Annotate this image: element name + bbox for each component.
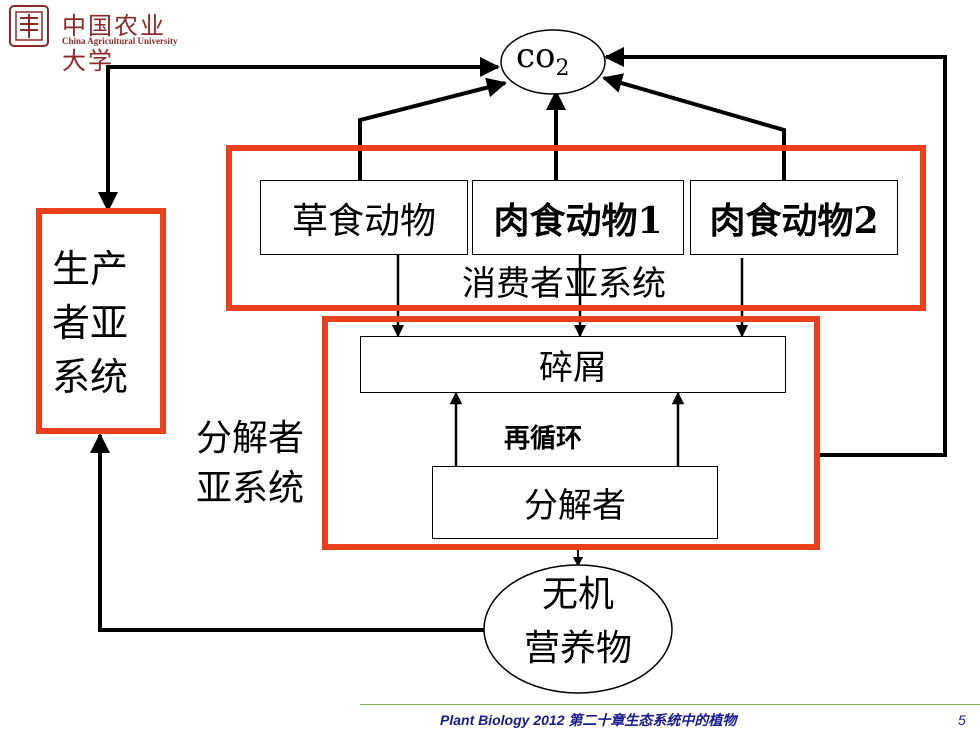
producer-subsystem-frame xyxy=(36,208,166,434)
decomposer-box: 分解者 xyxy=(432,466,718,539)
co2-subscript: 2 xyxy=(555,55,570,81)
university-seal-icon xyxy=(9,5,49,47)
producer-subsystem-label: 生产 者亚 系统 xyxy=(52,247,129,399)
nutrients-to-producer-arrow xyxy=(90,433,492,632)
footer-divider xyxy=(360,704,980,705)
co2-producer-link xyxy=(98,57,500,212)
consumer-subsystem-frame xyxy=(226,145,926,311)
decomposer-subsystem-frame xyxy=(322,316,820,550)
footer-caption: Plant Biology 2012 第二十章生态系统中的植物 xyxy=(440,712,737,728)
recycle-label: 再循环 xyxy=(504,424,583,454)
decomposer-to-co2-arrow xyxy=(604,47,947,457)
nutrients-ellipse xyxy=(483,564,673,694)
detritus-box: 碎屑 xyxy=(360,336,786,393)
carnivore2-to-co2-arrow xyxy=(602,73,786,180)
nutrients-label: 无机 营养物 xyxy=(523,574,632,669)
page-number: 5 xyxy=(958,712,966,728)
logo-english-name: China Agricultural University xyxy=(62,36,178,46)
co2-ellipse xyxy=(500,29,606,95)
consumer-subsystem-label: 消费者亚系统 xyxy=(462,264,666,304)
herbivore-to-co2-arrow xyxy=(358,77,507,180)
carnivore1-box: 肉食动物1 xyxy=(472,180,684,255)
co2-text: co xyxy=(516,36,556,76)
carnivore2-box: 肉食动物2 xyxy=(690,180,898,255)
co2-node: co2 xyxy=(516,36,570,81)
herbivore-box: 草食动物 xyxy=(260,180,468,255)
decomposer-subsystem-label: 分解者 亚系统 xyxy=(196,418,305,509)
